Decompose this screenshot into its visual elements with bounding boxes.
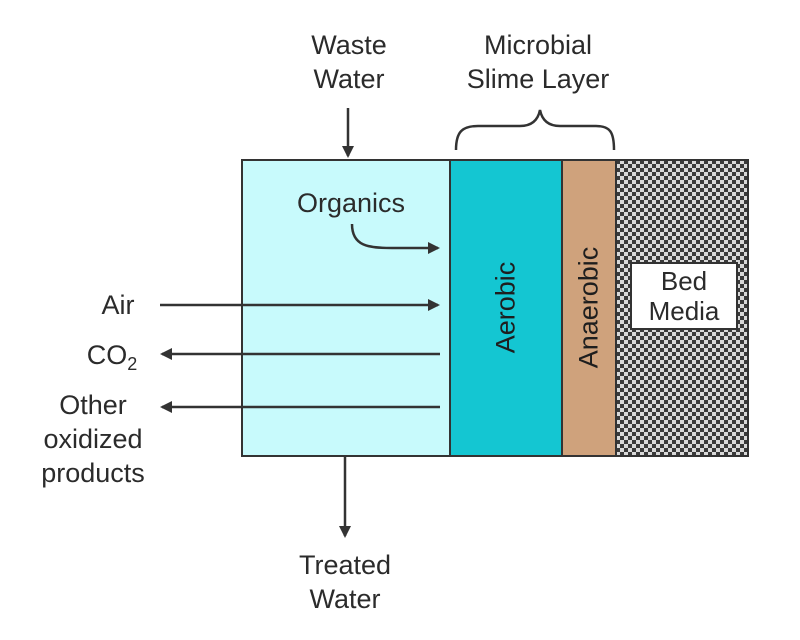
- treated-water-label-line2: Water: [309, 584, 381, 614]
- other-label-line1: Other: [59, 390, 127, 420]
- treated-water-label-line1: Treated: [298, 550, 392, 580]
- co2-label-base: CO: [86, 340, 128, 370]
- aerobic-label: Aerobic: [490, 261, 521, 354]
- co2-label: CO2: [72, 338, 152, 381]
- treated-water-label: Treated Water: [280, 548, 410, 616]
- waste-water-label: Waste Water: [290, 28, 408, 96]
- air-label: Air: [101, 290, 135, 320]
- other-label-line3: products: [41, 458, 145, 488]
- microbial-slime-layer-label: Microbial Slime Layer: [440, 28, 636, 96]
- aerobic-layer: [449, 159, 563, 457]
- slime-layer-label-line1: Microbial: [483, 30, 593, 60]
- slime-layer-brace: [454, 109, 616, 151]
- organics-arrow: [350, 223, 440, 254]
- co2-label-subscript: 2: [127, 354, 138, 374]
- anaerobic-layer: [561, 159, 617, 457]
- slime-layer-label-line2: Slime Layer: [466, 64, 610, 94]
- bed-media-label-line1: Bed: [660, 266, 708, 296]
- other-label-line2: oxidized: [43, 424, 143, 454]
- other-oxidized-products-label: Other oxidized products: [18, 388, 168, 490]
- bed-media-label-line2: Media: [648, 296, 720, 326]
- waste-water-label-line2: Water: [313, 64, 385, 94]
- anaerobic-label: Anaerobic: [573, 246, 604, 369]
- waste-water-label-line1: Waste: [311, 30, 387, 60]
- organics-label: Organics: [296, 188, 406, 218]
- bed-media-label: Bed Media: [630, 262, 738, 330]
